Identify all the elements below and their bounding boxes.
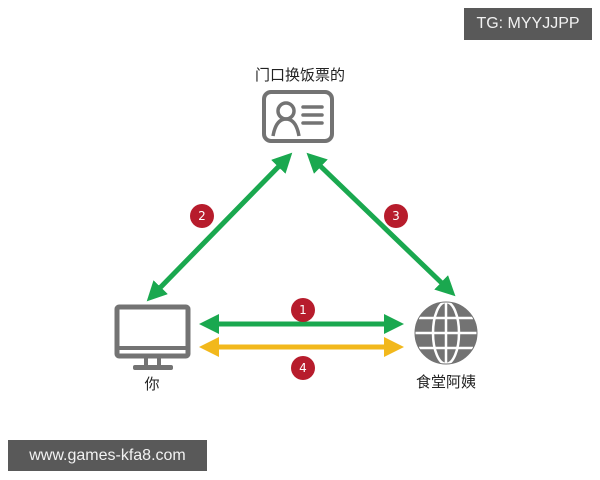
step-badge-1 — [291, 298, 315, 322]
step-number-4: 4 — [299, 361, 307, 375]
step-badge-4 — [291, 356, 315, 380]
step-number-2: 2 — [198, 209, 206, 223]
arrow-step-3 — [306, 152, 456, 297]
node-label-left: 你 — [144, 375, 160, 393]
globe-icon — [414, 300, 478, 366]
node-label-right: 食堂阿姨 — [415, 373, 476, 391]
id-card-icon — [262, 90, 334, 143]
corner-tag-text: TG: MYYJJPP — [476, 15, 580, 32]
step-badge-2 — [190, 204, 214, 228]
step-number-3: 3 — [392, 209, 400, 223]
corner-tag: TG: MYYJJPP — [464, 8, 592, 40]
step-number-1: 1 — [299, 303, 307, 317]
node-label-top: 门口换饭票的 — [254, 66, 345, 84]
arrow-step-2 — [146, 152, 293, 302]
watermark: www.games-kfa8.com — [8, 440, 207, 471]
monitor-icon — [114, 304, 191, 370]
watermark-text: www.games-kfa8.com — [29, 446, 186, 464]
step-badge-3 — [384, 204, 408, 228]
